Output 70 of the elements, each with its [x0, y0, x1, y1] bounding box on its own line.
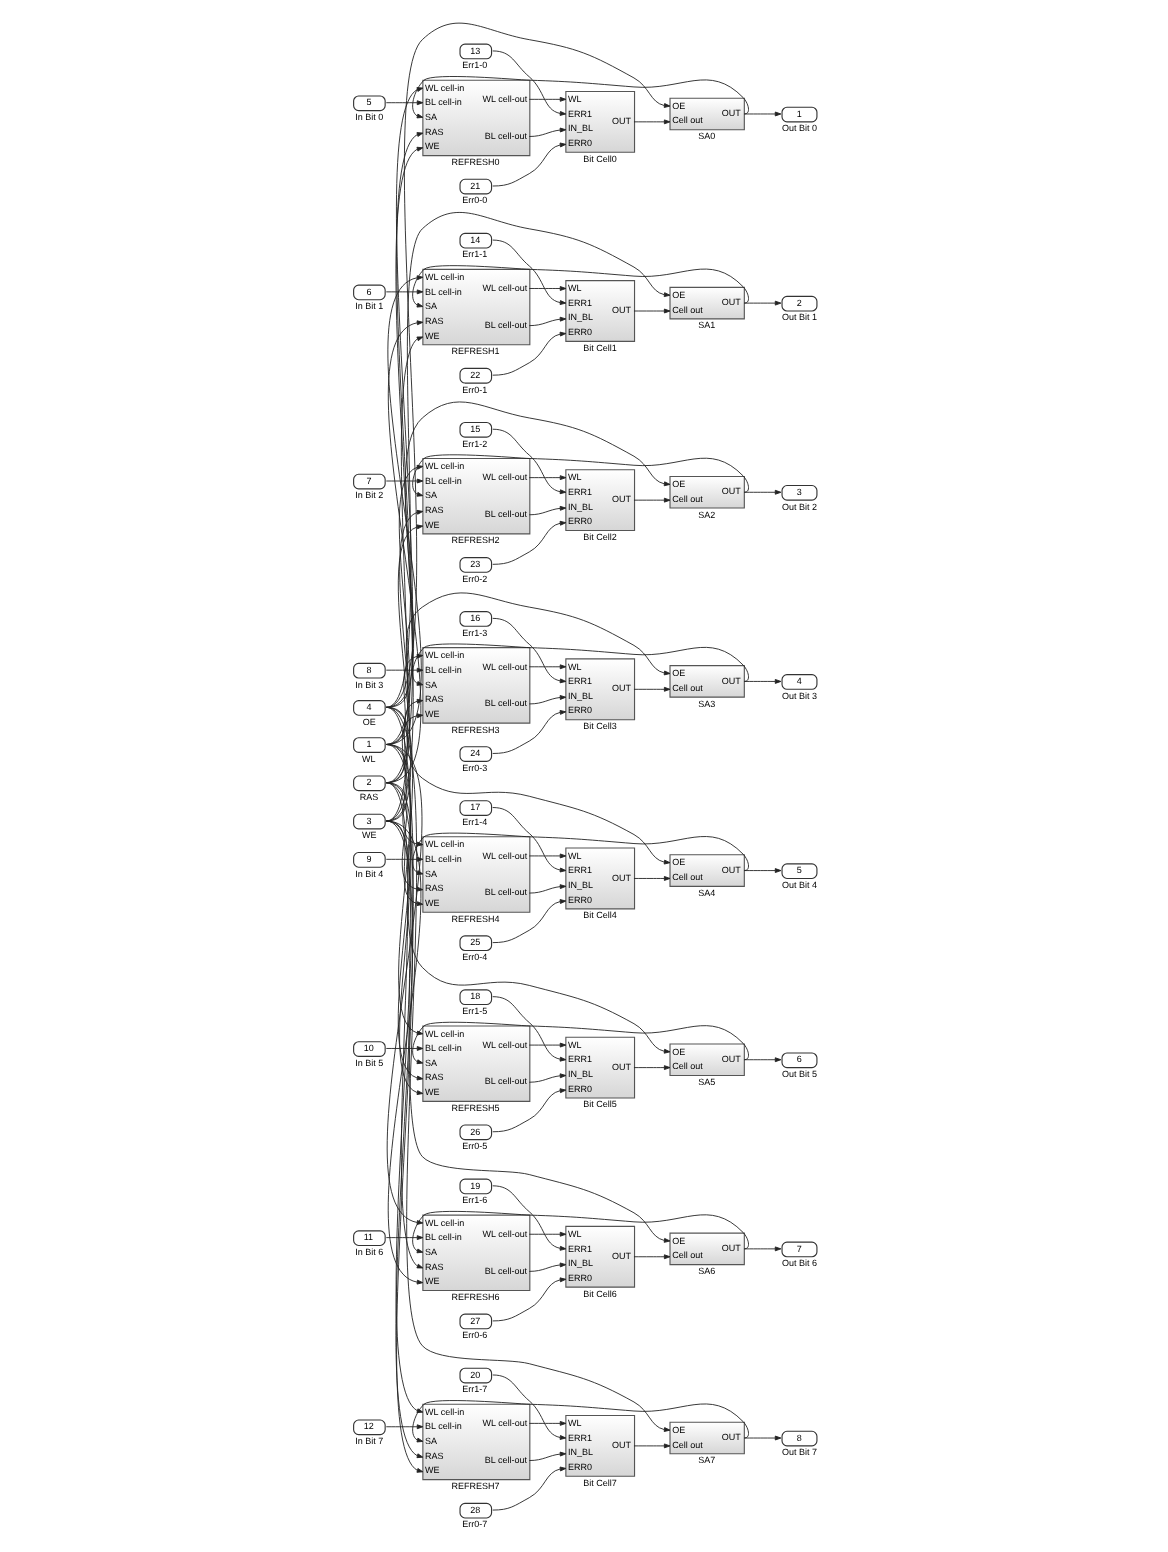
arrow	[527, 852, 566, 858]
arrow	[527, 1450, 566, 1460]
arrow	[384, 705, 670, 864]
arrow	[384, 211, 670, 707]
arrow	[384, 666, 423, 672]
arrow	[742, 1434, 781, 1440]
arrow	[527, 694, 566, 704]
arrow	[742, 488, 781, 494]
arrow	[384, 855, 423, 861]
arrow	[384, 712, 423, 821]
arrow	[411, 453, 748, 496]
arrow	[632, 685, 670, 691]
arrow	[491, 616, 566, 683]
arrow	[491, 708, 566, 753]
arrow	[491, 1276, 566, 1321]
arrow	[491, 519, 566, 564]
arrow	[527, 504, 566, 515]
arrow	[632, 118, 670, 124]
arrow	[384, 705, 670, 1053]
arrow	[491, 806, 566, 872]
arrow	[491, 1373, 566, 1439]
arrow	[632, 307, 670, 313]
arrow	[491, 141, 566, 186]
arrow	[384, 21, 670, 707]
arrow	[411, 264, 748, 307]
arrow	[742, 1056, 781, 1062]
arrow	[491, 330, 566, 375]
arrow	[527, 95, 566, 101]
arrow	[527, 1261, 566, 1271]
arrow	[527, 1041, 566, 1047]
arrow	[491, 995, 566, 1061]
arrow	[527, 1072, 566, 1082]
arrow	[384, 1234, 423, 1240]
arrow	[742, 1245, 781, 1251]
arrow	[632, 1253, 670, 1259]
arrow	[632, 1442, 670, 1448]
arrow	[632, 1064, 670, 1069]
arrow	[384, 705, 670, 1431]
arrow	[527, 315, 566, 326]
arrow	[384, 400, 670, 707]
arrow	[384, 1045, 423, 1050]
arrow	[491, 238, 566, 304]
arrow	[384, 477, 423, 483]
arrow	[491, 1184, 566, 1250]
arrow	[742, 867, 781, 872]
arrow	[491, 1087, 566, 1132]
arrow	[384, 99, 423, 105]
arrow	[527, 1230, 566, 1236]
arrow	[527, 126, 566, 136]
arrow	[527, 474, 566, 480]
arrow	[491, 427, 566, 494]
arrow	[527, 1419, 566, 1425]
arrow	[632, 496, 670, 502]
arrow	[384, 705, 670, 1242]
arrow	[411, 1020, 748, 1064]
arrow	[411, 75, 748, 118]
arrow	[384, 591, 670, 707]
arrow	[527, 285, 566, 290]
arrow	[742, 299, 781, 305]
arrow	[491, 898, 566, 943]
arrow	[742, 110, 781, 116]
arrow	[411, 1399, 748, 1442]
arrow	[527, 883, 566, 893]
arrow	[491, 1465, 566, 1510]
arrow	[384, 1423, 423, 1429]
arrow	[742, 678, 781, 683]
arrow	[632, 875, 670, 880]
arrow	[527, 663, 566, 669]
arrow	[384, 288, 423, 294]
arrow	[491, 49, 566, 115]
